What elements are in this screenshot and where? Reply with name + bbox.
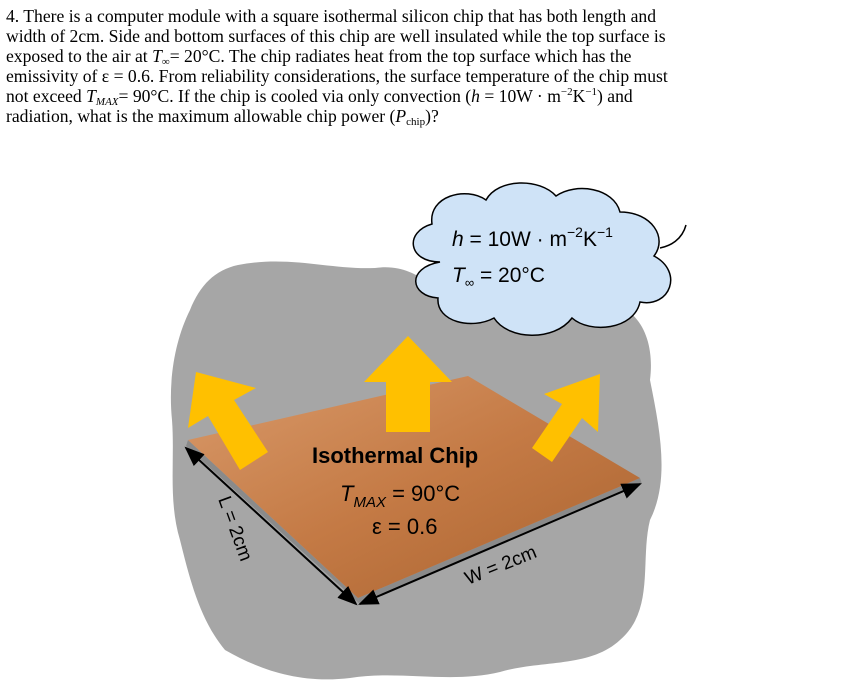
symbol-subscript: MAX [353,494,387,511]
problem-text: ) and [597,86,633,106]
symbol-subscript: chip [406,116,426,128]
cloud-tail [659,224,687,249]
problem-text: = 90°C. If the chip is cooled via only c… [118,86,472,106]
problem-text: There is a computer module with a square… [23,6,657,26]
symbol-t: T [152,46,162,66]
cloud-t-label: T∞ = 20°C [452,264,545,290]
cloud-h-label: h = 10W · m−2K−1 [452,224,613,251]
heat-arrow-left-icon [188,372,268,470]
symbol-p: P [395,106,407,126]
cloud-h-value: = 10W · m [464,228,567,251]
cloud-shape [412,182,672,336]
chip-emissivity-label: ε = 0.6 [372,514,437,539]
problem-line-4: emissivity of ε = 0.6. From reliability … [6,66,668,86]
heat-arrow-right-icon [532,374,600,462]
symbol-h: h [471,86,480,106]
problem-line-3: exposed to the air at T∞= 20°C. The chip… [6,46,842,68]
heat-arrow-center-icon [364,336,452,432]
problem-number: 4. [6,6,20,26]
problem-text: exposed to the air at [6,46,153,66]
cloud-t-value: = 20°C [474,264,545,287]
problem-text: )? [425,106,439,126]
exponent: −1 [597,224,613,240]
problem-text: radiation, what is the maximum allowable… [6,106,396,126]
exponent: −2 [560,86,573,99]
symbol-t: T [452,264,467,287]
problem-line-1: 4. There is a computer module with a squ… [6,6,842,26]
problem-text: = 10W · m [479,86,561,106]
problem-text: K [572,86,586,106]
length-dimension-line [184,446,358,606]
width-dimension-line [358,483,642,605]
chip-tmax-value: = 90°C [386,481,460,506]
chip-tmax-label: TMAX = 90°C [340,481,460,511]
symbol-t: T [340,481,355,506]
problem-text: not exceed [6,86,87,106]
problem-statement: 4. There is a computer module with a squ… [6,6,842,128]
problem-line-5: not exceed TMAX= 90°C. If the chip is co… [6,86,842,108]
chip-title: Isothermal Chip [312,443,478,468]
problem-line-2: width of 2cm. Side and bottom surfaces o… [6,26,666,46]
problem-text: = 20°C. The chip radiates heat from the … [169,46,632,66]
symbol-t: T [86,86,96,106]
exponent: −1 [585,86,598,99]
symbol-subscript: ∞ [465,275,474,290]
symbol-subscript: MAX [95,96,119,108]
exponent: −2 [567,224,583,240]
cloud-h-unit: K [583,228,597,251]
symbol-subscript: ∞ [161,56,170,68]
symbol-h: h [452,228,464,251]
problem-line-6: radiation, what is the maximum allowable… [6,106,842,128]
